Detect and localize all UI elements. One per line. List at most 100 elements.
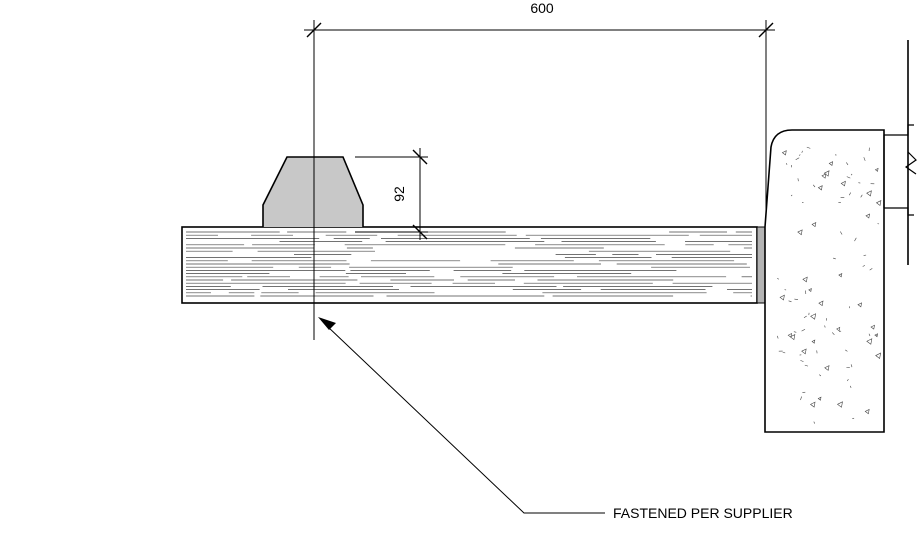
- aggregate-fleck: [850, 385, 852, 389]
- aggregate-fleck: [824, 325, 826, 328]
- aggregate-stone: [797, 229, 803, 236]
- aggregate-stone: [802, 276, 808, 283]
- aggregate-stone: [866, 338, 873, 345]
- concrete-curb-outline: [764, 129, 885, 433]
- aggregate-stone: [801, 348, 807, 355]
- dimension-92-tick-bottom: [412, 224, 428, 240]
- aggregate-fleck: [812, 184, 816, 188]
- dimension-600-label: 600: [530, 0, 554, 16]
- aggregate-stone: [874, 333, 878, 338]
- aggregate-fleck: [846, 162, 849, 166]
- wall-top-cap: [884, 124, 914, 136]
- aggregate-fleck: [795, 157, 800, 161]
- aggregate-fleck: [782, 351, 786, 354]
- aggregate-stone: [808, 288, 812, 292]
- aggregate-fleck: [869, 268, 873, 271]
- wall-bottom-cap: [884, 207, 914, 216]
- concrete-curb: [764, 129, 885, 433]
- aggregate-fleck: [788, 300, 792, 303]
- timber-grain-hatch: [186, 231, 752, 297]
- callout-arrowhead: [318, 317, 336, 330]
- aggregate-fleck: [786, 163, 788, 165]
- dimension-600-tick-left: [306, 22, 322, 38]
- aggregate-stone: [817, 185, 823, 191]
- aggregate-fleck: [800, 360, 804, 362]
- aggregate-fleck: [798, 154, 801, 156]
- timber-beam-outline: [181, 226, 758, 304]
- aggregate-fleck: [863, 157, 866, 161]
- aggregate-fleck: [784, 289, 787, 291]
- dimension-600-tick-right: [758, 22, 774, 38]
- aggregate-fleck: [801, 328, 806, 332]
- aggregate-fleck: [793, 331, 797, 333]
- dimension-92-label: 92: [391, 186, 407, 202]
- adjacent-wall: [883, 40, 917, 265]
- aggregate-stone: [840, 180, 846, 187]
- aggregate-stone: [821, 173, 827, 179]
- aggregate-fleck: [790, 194, 793, 197]
- aggregate-stone: [874, 167, 879, 172]
- aggregate-fleck: [877, 223, 880, 225]
- joint-strip: [756, 226, 766, 304]
- aggregate-fleck: [862, 265, 866, 267]
- callout-leader: [318, 317, 605, 514]
- aggregate-stone: [870, 324, 875, 330]
- dimension-92-tick-top: [412, 149, 428, 165]
- aggregate-fleck: [854, 237, 857, 242]
- aggregate-stone: [828, 161, 834, 166]
- callout-text: FASTENED PER SUPPLIER: [613, 505, 793, 521]
- aggregate-fleck: [846, 176, 851, 179]
- aggregate-fleck: [803, 315, 807, 318]
- aggregate-fleck: [776, 335, 779, 339]
- aggregate-fleck: [852, 417, 855, 419]
- aggregate-stone: [810, 313, 817, 320]
- aggregate-fleck: [845, 349, 848, 352]
- aggregate-fleck: [839, 330, 842, 332]
- aggregate-fleck: [813, 421, 815, 424]
- aggregate-stone: [824, 365, 830, 371]
- aggregate-stone: [836, 401, 843, 408]
- wheel-stop: [262, 156, 364, 227]
- concrete-aggregate-hatch: [776, 146, 882, 424]
- aggregate-stone: [857, 302, 862, 308]
- aggregate-fleck: [797, 178, 799, 182]
- callout-leader-line: [326, 325, 605, 514]
- aggregate-fleck: [801, 150, 803, 153]
- aggregate-stone: [875, 352, 882, 360]
- aggregate-stone: [811, 339, 816, 344]
- aggregate-stone: [875, 200, 882, 206]
- aggregate-stone: [823, 170, 830, 177]
- aggregate-stone: [818, 300, 824, 307]
- aggregate-fleck: [800, 396, 802, 401]
- aggregate-stone: [836, 326, 841, 332]
- aggregate-fleck: [777, 278, 780, 280]
- dimension-600: [304, 20, 775, 215]
- aggregate-fleck: [863, 254, 867, 256]
- aggregate-fleck: [868, 333, 871, 337]
- aggregate-fleck: [833, 257, 836, 260]
- dimension-92: [355, 148, 428, 240]
- aggregate-stone: [779, 294, 785, 301]
- aggregate-fleck: [850, 173, 853, 176]
- aggregate-fleck: [831, 332, 835, 336]
- aggregate-stone: [789, 334, 796, 341]
- aggregate-stone: [781, 150, 787, 156]
- aggregate-stone: [865, 213, 870, 219]
- aggregate-fleck: [840, 231, 843, 235]
- aggregate-stone: [866, 190, 872, 197]
- aggregate-fleck: [819, 374, 822, 377]
- aggregate-fleck: [850, 364, 853, 368]
- aggregate-stone: [838, 273, 843, 278]
- aggregate-fleck: [860, 194, 863, 198]
- aggregate-fleck: [847, 379, 849, 382]
- aggregate-stone: [809, 401, 816, 408]
- aggregate-stone: [787, 332, 792, 338]
- aggregate-stone: [811, 222, 817, 228]
- aggregate-stone: [864, 408, 870, 415]
- aggregate-fleck: [806, 146, 811, 149]
- aggregate-fleck: [849, 192, 851, 196]
- aggregate-fleck: [794, 298, 799, 300]
- timber-beam: [181, 226, 758, 304]
- break-line: [904, 151, 917, 175]
